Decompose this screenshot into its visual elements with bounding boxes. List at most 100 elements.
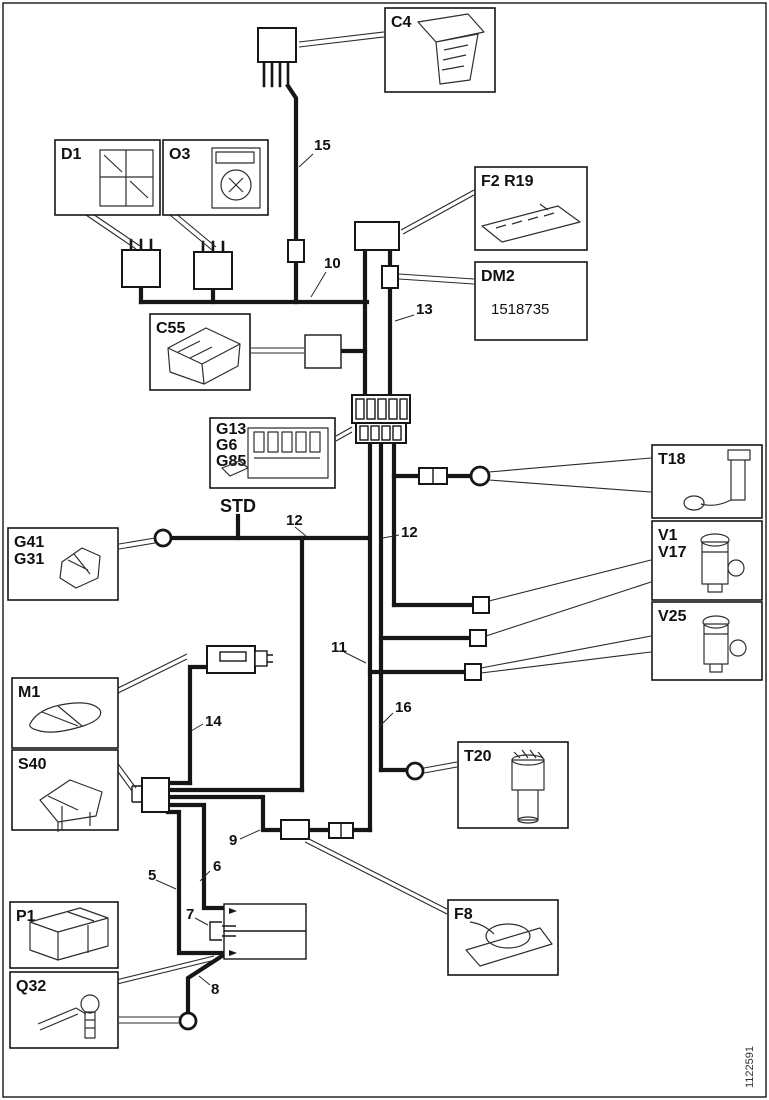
label-v1: V1	[658, 527, 678, 544]
label-v25: V25	[658, 608, 687, 625]
leader-v25	[480, 635, 652, 674]
label-box-c4: C4	[384, 7, 496, 93]
wire-label-16: 16	[395, 699, 412, 716]
pointer-13	[394, 314, 415, 322]
pointer-9	[239, 829, 261, 840]
dm2-part-number: 1518735	[491, 301, 549, 318]
label-std: STD	[220, 496, 256, 516]
label-v17: V17	[658, 544, 687, 561]
wire-pins-left-b	[201, 240, 225, 254]
leader-p1	[112, 955, 215, 986]
label-box-f8: F8	[447, 899, 559, 976]
leader-d1	[85, 211, 141, 250]
label-box-v1-v17: V1 V17	[651, 520, 763, 601]
leader-o3	[169, 211, 217, 251]
inline-connector-9b	[328, 822, 354, 839]
wire-15	[285, 83, 299, 305]
q32-sketch-cable	[37, 1007, 87, 1031]
leader-c55	[251, 347, 304, 354]
label-c55: C55	[156, 320, 185, 337]
label-box-m1: M1	[11, 677, 119, 749]
label-box-g13: G13 G6 G85 STD	[209, 417, 336, 516]
inline-connector-9a	[280, 819, 310, 840]
wire-label-9: 9	[229, 832, 237, 849]
ring-terminal-g41	[153, 528, 173, 548]
label-box-g41: G41 G31	[7, 527, 119, 601]
ring-terminal-t18	[469, 465, 491, 487]
leader-v1-v17	[485, 559, 652, 637]
connector-top-housing	[257, 27, 297, 63]
inline-connector-15	[287, 239, 305, 263]
label-g85: G85	[216, 453, 246, 470]
figure-number: 1122591	[744, 1046, 756, 1088]
label-box-s40: S40	[11, 749, 119, 832]
leader-m1	[115, 653, 188, 695]
connector-d1-housing	[121, 249, 161, 288]
label-g31: G31	[14, 551, 44, 568]
wire-number-labels: 15 10 13 12 12 11 14 16 9 5 6 7 8	[148, 137, 433, 998]
connector-o3-housing	[193, 251, 233, 290]
label-box-f2-r19: F2 R19	[474, 166, 588, 251]
wire-label-12-left: 12	[286, 512, 303, 529]
q32-sketch-head	[80, 994, 100, 1014]
label-box-p1: P1	[9, 901, 119, 969]
label-box-c55: C55	[149, 313, 251, 391]
connector-s40	[131, 777, 170, 813]
inline-connector-dm2	[381, 265, 399, 289]
o3-sketch-fan	[220, 169, 252, 201]
label-box-t18: T18	[651, 444, 763, 519]
wire-14	[187, 664, 210, 786]
f2-r19-sketch	[481, 203, 581, 243]
v25-sketch-port	[729, 639, 747, 657]
connector-block-g13	[351, 394, 411, 444]
label-box-d1: D1	[54, 139, 161, 216]
c4-sketch	[417, 13, 485, 85]
ring-terminal-t20	[405, 761, 425, 781]
label-o3: O3	[169, 146, 190, 163]
valve-connector-2	[469, 629, 487, 647]
ring-terminal-q32	[178, 1011, 198, 1031]
label-box-v25: V25	[651, 601, 763, 681]
wire-label-15: 15	[314, 137, 331, 154]
label-box-o3: O3	[162, 139, 269, 216]
t18-sketch-eye	[683, 495, 705, 511]
wire-8	[185, 953, 225, 1017]
f8-sketch-dome	[485, 923, 531, 949]
wire-label-13: 13	[416, 301, 433, 318]
v1-sketch-top	[700, 533, 730, 547]
label-f2-r19: F2 R19	[481, 173, 534, 190]
leader-dm2	[398, 273, 475, 285]
pointer-12-right	[382, 534, 400, 539]
q32-sketch-stem	[84, 1011, 96, 1039]
harness-wires	[129, 60, 476, 1017]
leader-t18	[488, 457, 652, 493]
pointer-11	[343, 651, 367, 664]
v25-sketch-top	[702, 615, 730, 629]
f8-sketch-base	[465, 921, 553, 967]
leader-c4	[298, 31, 385, 48]
pointer-7	[194, 917, 209, 926]
wire-label-6: 6	[213, 858, 221, 875]
pointer-12-left	[294, 526, 307, 537]
pointer-14	[190, 723, 204, 732]
m1-sketch	[29, 702, 102, 733]
relay-side-tab	[206, 645, 273, 674]
label-c4: C4	[391, 14, 412, 31]
terminal-block-p1	[209, 903, 307, 960]
label-t18: T18	[658, 451, 686, 468]
wire-label-8: 8	[211, 981, 219, 998]
wire-6	[165, 802, 227, 911]
wire-label-10: 10	[324, 255, 341, 272]
wire-label-7: 7	[186, 906, 194, 923]
relay-c55	[304, 334, 342, 369]
wire-top-pins	[262, 60, 290, 88]
leader-g41	[118, 537, 156, 550]
g41-sketch	[59, 547, 101, 589]
t20-sketch-cap	[511, 754, 545, 766]
leader-f8	[304, 837, 448, 915]
inline-connector-t18	[418, 467, 448, 485]
label-s40: S40	[18, 756, 47, 773]
d1-sketch	[99, 149, 154, 207]
